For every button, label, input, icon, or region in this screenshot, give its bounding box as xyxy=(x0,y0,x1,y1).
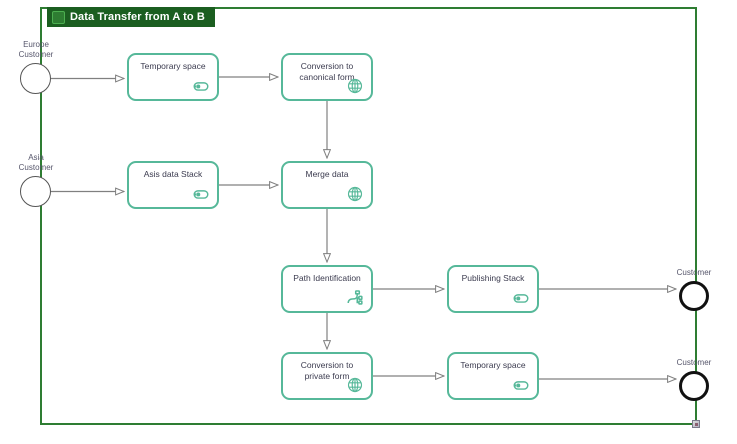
task-merge-data[interactable]: Merge data xyxy=(281,161,373,209)
event-label-asia-customer: Asia Customer xyxy=(18,153,54,172)
task-asis-data-stack[interactable]: Asis data Stack xyxy=(127,161,219,209)
task-label: Temporary space xyxy=(140,61,206,71)
task-label: Conversion to canonical form xyxy=(299,61,355,82)
task-conversion-private[interactable]: Conversion to private form xyxy=(281,352,373,400)
event-label-customer-temporary: Customer xyxy=(676,358,712,367)
storage-icon xyxy=(192,185,210,203)
task-conversion-canonical[interactable]: Conversion to canonical form xyxy=(281,53,373,101)
event-label-europe-customer: Europe Customer xyxy=(18,40,54,59)
globe-icon xyxy=(346,77,364,95)
start-event-asia-customer[interactable] xyxy=(20,176,51,207)
task-temporary-space-1[interactable]: Temporary space xyxy=(127,53,219,101)
start-event-europe-customer[interactable] xyxy=(20,63,51,94)
globe-icon xyxy=(346,376,364,394)
task-temporary-space-2[interactable]: Temporary space xyxy=(447,352,539,400)
task-label: Asis data Stack xyxy=(143,169,203,179)
storage-icon xyxy=(512,376,530,394)
task-label: Path Identification xyxy=(293,273,361,283)
lane-divider-top xyxy=(40,7,42,425)
event-label-customer-publishing: Customer xyxy=(676,268,712,277)
task-path-identification[interactable]: Path Identification xyxy=(281,265,373,313)
network-icon xyxy=(346,289,364,307)
task-label: Merge data xyxy=(305,169,349,179)
task-publishing-stack[interactable]: Publishing Stack xyxy=(447,265,539,313)
pool-collapse-icon[interactable] xyxy=(52,10,65,24)
resize-handle[interactable] xyxy=(692,420,700,428)
storage-icon xyxy=(512,289,530,307)
globe-icon xyxy=(346,185,364,203)
pool-title: Data Transfer from A to B xyxy=(70,11,205,23)
end-event-customer-temporary[interactable] xyxy=(679,371,709,401)
task-label: Conversion to private form xyxy=(300,360,354,381)
pool-header[interactable]: Data Transfer from A to B xyxy=(47,7,215,27)
task-label: Publishing Stack xyxy=(461,273,525,283)
task-label: Temporary space xyxy=(460,360,526,370)
storage-icon xyxy=(192,77,210,95)
end-event-customer-publishing[interactable] xyxy=(679,281,709,311)
